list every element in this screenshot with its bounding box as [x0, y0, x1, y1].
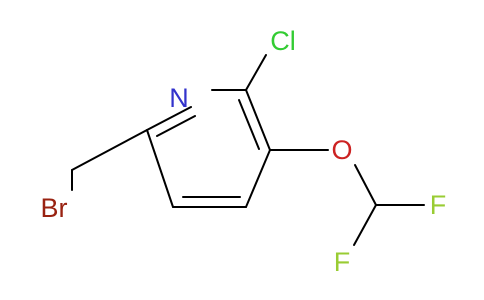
- bond-chf2-f-lower: [353, 204, 377, 246]
- bond-n-c2-inner: [156, 115, 196, 137]
- atom-fluorine-lower: F: [334, 247, 351, 277]
- atom-bromine: Br: [41, 193, 68, 223]
- atom-nitrogen: N: [169, 83, 189, 113]
- atom-fluorine-upper: F: [430, 190, 447, 220]
- bond-o-chf2: [354, 164, 377, 206]
- bond-c4-c5: [245, 149, 271, 208]
- bond-c6-cl: [245, 54, 267, 91]
- bond-n-c2: [146, 106, 192, 131]
- bond-c2-c3: [146, 129, 174, 208]
- atom-chlorine: Cl: [270, 26, 296, 56]
- atom-oxygen: O: [331, 135, 352, 165]
- bond-c5-c6: [245, 89, 271, 151]
- bond-c5-c6-inner: [238, 99, 260, 150]
- bond-c2-ch2: [71, 129, 148, 171]
